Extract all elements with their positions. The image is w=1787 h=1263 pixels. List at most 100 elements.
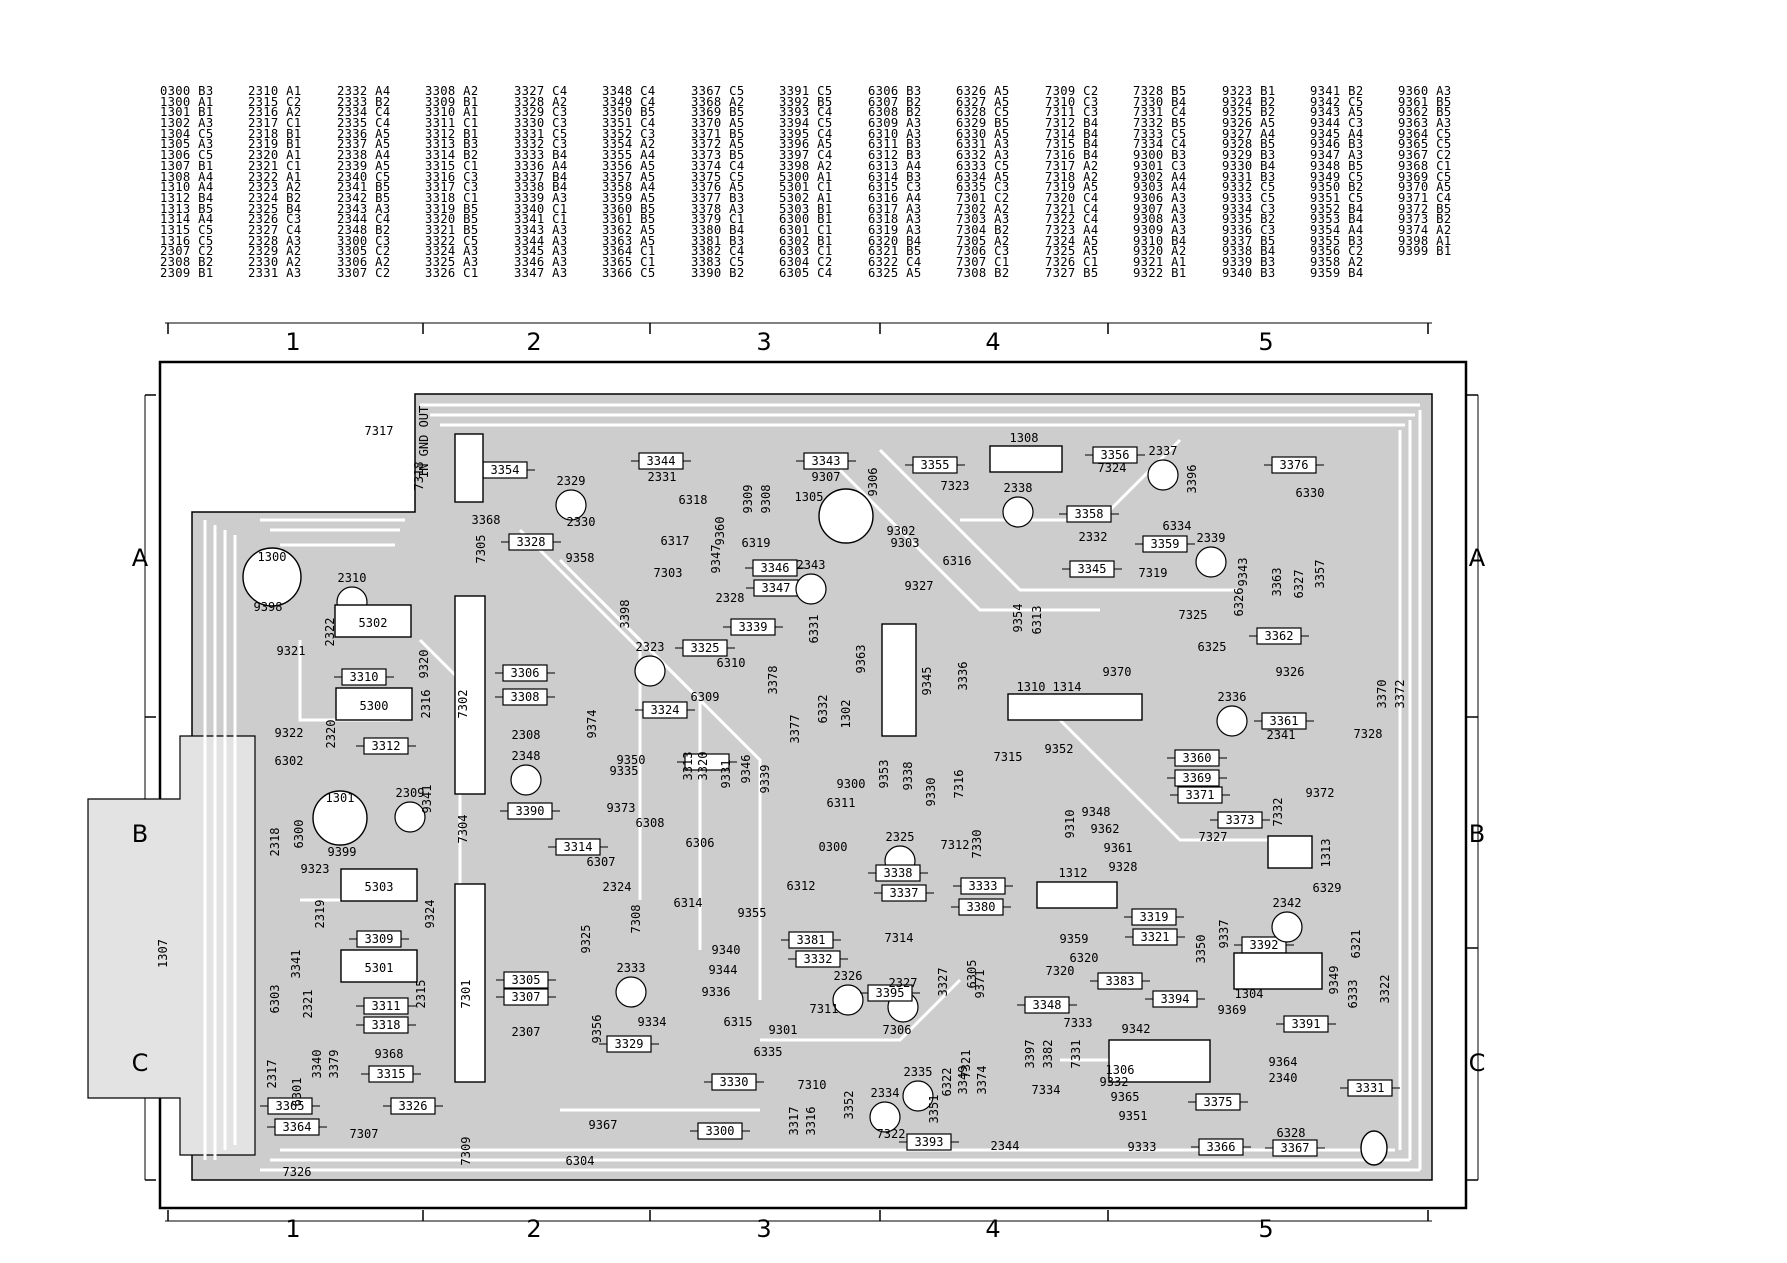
ref-entry: 9334 C3 bbox=[1222, 201, 1276, 216]
component-label-9355: 9355 bbox=[738, 906, 767, 920]
ref-entry: 3311 C1 bbox=[425, 116, 479, 131]
component-label-1308: 1308 bbox=[1010, 431, 1039, 445]
component-label-3357: 3357 bbox=[1313, 560, 1327, 589]
component-label-6318: 6318 bbox=[679, 493, 708, 507]
ref-entry: 3322 C5 bbox=[425, 233, 479, 248]
ref-entry: 3352 C3 bbox=[602, 126, 656, 141]
component-label-3326: 3326 bbox=[399, 1099, 428, 1113]
ref-entry: 6304 C2 bbox=[779, 255, 833, 269]
component-label-6335: 6335 bbox=[754, 1045, 783, 1059]
ref-entry: 3305 C2 bbox=[337, 244, 391, 259]
ref-entry: 5301 C1 bbox=[779, 180, 833, 195]
component-label-0300: 0300 bbox=[819, 840, 848, 854]
capacitor-outline-2323 bbox=[634, 655, 666, 687]
component-label-2337: 2337 bbox=[1149, 444, 1178, 458]
component-label-6313: 6313 bbox=[1030, 606, 1044, 635]
ref-entry: 7320 C4 bbox=[1045, 190, 1099, 205]
trace bbox=[598, 598, 762, 1000]
component-label-9352: 9352 bbox=[1045, 742, 1074, 756]
capacitor-outline-2335 bbox=[902, 1080, 934, 1112]
component-label-9325: 9325 bbox=[579, 925, 593, 954]
ref-entry: 9342 C5 bbox=[1310, 94, 1364, 109]
component-label-9323: 9323 bbox=[301, 862, 330, 876]
component-label-2348: 2348 bbox=[512, 749, 541, 763]
component-label-7311: 7311 bbox=[810, 1002, 839, 1016]
grid-row-left: C bbox=[132, 1049, 149, 1077]
ref-entry: 9374 A2 bbox=[1398, 222, 1452, 237]
component-label-9360: 9360 bbox=[713, 517, 727, 546]
component-label-3300: 3300 bbox=[706, 1124, 735, 1138]
component-label-9349: 9349 bbox=[1327, 966, 1341, 995]
ref-entry: 9356 C2 bbox=[1310, 244, 1364, 259]
component-label-9320: 9320 bbox=[417, 650, 431, 679]
capacitor-outline-2343 bbox=[795, 573, 827, 605]
component-label-9326: 9326 bbox=[1276, 665, 1305, 679]
component-label-9341: 9341 bbox=[420, 785, 434, 814]
component-label-2335: 2335 bbox=[904, 1065, 933, 1079]
component-label-7332: 7332 bbox=[1271, 798, 1285, 827]
component-label-2342: 2342 bbox=[1273, 896, 1302, 910]
ref-entry: 3376 A5 bbox=[691, 180, 745, 195]
ref-entry: 3393 C4 bbox=[779, 105, 833, 120]
mounting-hole bbox=[1360, 1130, 1388, 1166]
ref-entry: 3362 A5 bbox=[602, 222, 656, 237]
component-label-2317: 2317 bbox=[265, 1060, 279, 1089]
component-label-3325: 3325 bbox=[691, 641, 720, 655]
component-label-9353: 9353 bbox=[877, 760, 891, 789]
ref-entry: 2322 A1 bbox=[248, 169, 302, 184]
component-label-2340: 2340 bbox=[1269, 1071, 1298, 1085]
ref-entry: 2340 C5 bbox=[337, 169, 391, 184]
ref-entry: 3397 C4 bbox=[779, 148, 833, 163]
component-label-3398: 3398 bbox=[618, 600, 632, 629]
component-label-7327: 7327 bbox=[1199, 830, 1228, 844]
component-label-3372: 3372 bbox=[1393, 680, 1407, 709]
component-label-7301: 7301 bbox=[459, 980, 473, 1009]
ref-entry: 9336 C3 bbox=[1222, 222, 1276, 237]
component-label-9321: 9321 bbox=[277, 644, 306, 658]
ref-entry: 9354 A4 bbox=[1310, 222, 1364, 237]
component-label-9363: 9363 bbox=[854, 645, 868, 674]
ref-entry: 6302 B1 bbox=[779, 233, 833, 248]
ref-entry: 3346 A3 bbox=[514, 255, 568, 269]
ref-entry: 9373 B2 bbox=[1398, 212, 1452, 227]
component-label-3382: 3382 bbox=[1041, 1040, 1055, 1069]
component-label-3350: 3350 bbox=[1194, 935, 1208, 964]
component-label-2331: 2331 bbox=[648, 470, 677, 484]
ref-entry: 3331 C5 bbox=[514, 126, 568, 141]
capacitor-outline-2333 bbox=[615, 976, 647, 1008]
component-label-7303: 7303 bbox=[654, 566, 683, 580]
ref-entry: 3355 A4 bbox=[602, 148, 656, 163]
ref-entry: 9349 C5 bbox=[1310, 169, 1364, 184]
ref-entry: 3310 A1 bbox=[425, 105, 479, 120]
component-label-3331: 3331 bbox=[1356, 1081, 1385, 1095]
component-label-3310: 3310 bbox=[350, 670, 379, 684]
component-label-7315: 7315 bbox=[994, 750, 1023, 764]
ref-entry: 2343 A3 bbox=[337, 201, 391, 216]
component-label-6302: 6302 bbox=[275, 754, 304, 768]
component-label-3308: 3308 bbox=[511, 690, 540, 704]
ref-entry: 2342 B5 bbox=[337, 190, 391, 205]
component-label-7321: 7321 bbox=[959, 1050, 973, 1079]
ref-entry: 9343 A5 bbox=[1310, 105, 1364, 120]
component-label-6334: 6334 bbox=[1163, 519, 1192, 533]
component-label-3354: 3354 bbox=[491, 463, 520, 477]
ref-entry: 1301 B1 bbox=[160, 105, 214, 120]
ref-entry: 3359 A5 bbox=[602, 190, 656, 205]
ref-entry: 2328 A3 bbox=[248, 233, 302, 248]
ref-entry: 2329 A2 bbox=[248, 244, 302, 259]
ref-entry: 7315 B4 bbox=[1045, 137, 1099, 152]
ref-entry: 3391 C5 bbox=[779, 84, 833, 98]
component-label-1301: 1301 bbox=[326, 791, 355, 805]
component-label-5303: 5303 bbox=[365, 880, 394, 894]
ref-entry: 6308 B2 bbox=[868, 105, 922, 120]
component-label-7331: 7331 bbox=[1069, 1040, 1083, 1069]
component-label-9351: 9351 bbox=[1119, 1109, 1148, 1123]
ref-entry: 9353 B4 bbox=[1310, 212, 1364, 227]
ref-entry: 3341 C1 bbox=[514, 212, 568, 227]
ref-entry: 9320 A2 bbox=[1133, 244, 1187, 259]
component-label-6306: 6306 bbox=[686, 836, 715, 850]
ref-entry: 7312 B4 bbox=[1045, 116, 1099, 131]
component-label-3366: 3366 bbox=[1207, 1140, 1236, 1154]
